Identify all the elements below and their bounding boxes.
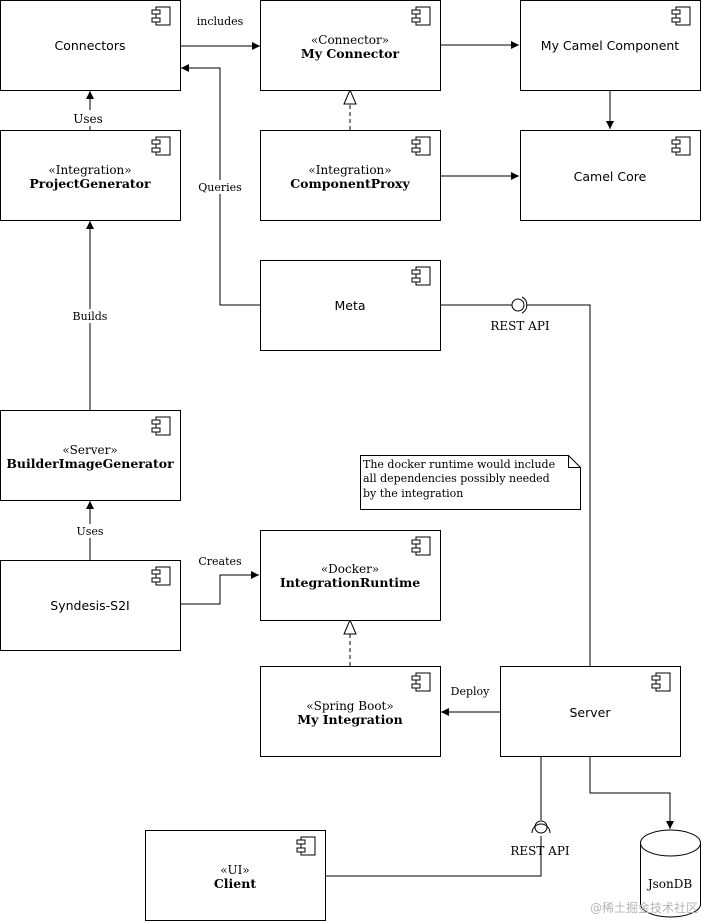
component-name: IntegrationRuntime	[280, 575, 420, 590]
realization-triangle-top	[343, 88, 357, 105]
note-fold	[568, 455, 581, 468]
component-name: Server	[570, 705, 612, 720]
component-integration-runtime[interactable]: «Docker» IntegrationRuntime	[260, 530, 441, 621]
component-stereotype: «Connector»	[311, 33, 389, 47]
component-name: Meta	[334, 298, 365, 313]
component-my-connector[interactable]: «Connector» My Connector	[260, 0, 441, 91]
component-server[interactable]: Server	[500, 666, 681, 757]
component-client[interactable]: «UI» Client	[145, 830, 326, 921]
component-my-camel-component[interactable]: My Camel Component	[520, 0, 701, 91]
edge-label-uses-top: Uses	[73, 112, 103, 126]
edge-server-to-jsondb	[589, 757, 674, 829]
component-stereotype: «Integration»	[48, 163, 131, 177]
edge-label-queries: Queries	[198, 181, 242, 194]
component-name: My Connector	[301, 46, 400, 61]
component-name: ComponentProxy	[290, 176, 410, 191]
component-builder-image-generator[interactable]: «Server» BuilderImageGenerator	[0, 410, 181, 501]
component-name: My Camel Component	[541, 38, 680, 53]
edge-label-creates: Creates	[198, 555, 242, 568]
component-syndesis-s2i[interactable]: Syndesis-S2I	[0, 560, 181, 651]
component-name: My Integration	[297, 712, 403, 727]
component-stereotype: «Integration»	[308, 163, 391, 177]
component-stereotype: «UI»	[220, 863, 250, 877]
note-line: by the integration	[363, 487, 463, 500]
component-connectors[interactable]: Connectors	[0, 0, 181, 91]
server-rest-provided-icon	[534, 820, 548, 834]
cylinder-body	[640, 843, 701, 918]
component-meta[interactable]: Meta	[260, 260, 441, 351]
component-my-integration[interactable]: «Spring Boot» My Integration	[260, 666, 441, 757]
component-stereotype: «Spring Boot»	[306, 699, 393, 713]
edge-client-requires-server-api	[325, 836, 542, 877]
interface-label-meta-rest: REST API	[490, 319, 550, 333]
note-line: all dependencies possibly needed	[363, 472, 550, 485]
component-component-proxy[interactable]: «Integration» ComponentProxy	[260, 130, 441, 221]
server-rest-required-icon	[531, 823, 551, 834]
component-name: Camel Core	[574, 169, 647, 184]
note-line: The docker runtime would include	[363, 458, 555, 471]
cylinder-top	[640, 829, 701, 857]
edge-label-uses-bottom: Uses	[76, 525, 103, 538]
component-name: ProjectGenerator	[29, 176, 151, 191]
edge-label-deploy: Deploy	[451, 685, 491, 698]
interface-label-server-rest: REST API	[510, 844, 570, 858]
note-shape	[360, 455, 581, 510]
meta-rest-required-icon	[521, 296, 528, 314]
component-camel-core[interactable]: Camel Core	[520, 130, 701, 221]
component-name: Client	[214, 876, 256, 891]
component-name: Syndesis-S2I	[50, 598, 129, 613]
note: The docker runtime would include all dep…	[360, 455, 581, 510]
meta-rest-provided-icon	[511, 298, 525, 312]
edge-label-builds: Builds	[73, 310, 108, 323]
watermark: @稀土掘金技术社区	[590, 900, 698, 915]
component-stereotype: «Server»	[62, 443, 117, 457]
database-name: JsonDB	[646, 877, 693, 891]
edge-server-requires-meta-api	[527, 304, 591, 666]
edge-s2i-creates-runtime	[180, 571, 259, 605]
component-project-generator[interactable]: «Integration» ProjectGenerator	[0, 130, 181, 221]
edge-label-includes: includes	[197, 15, 244, 28]
realization-triangle-bottom	[343, 618, 357, 635]
component-name: Connectors	[55, 38, 126, 53]
database-jsondb[interactable]: JsonDB	[640, 829, 701, 918]
component-name: BuilderImageGenerator	[6, 456, 174, 471]
component-stereotype: «Docker»	[321, 562, 379, 576]
